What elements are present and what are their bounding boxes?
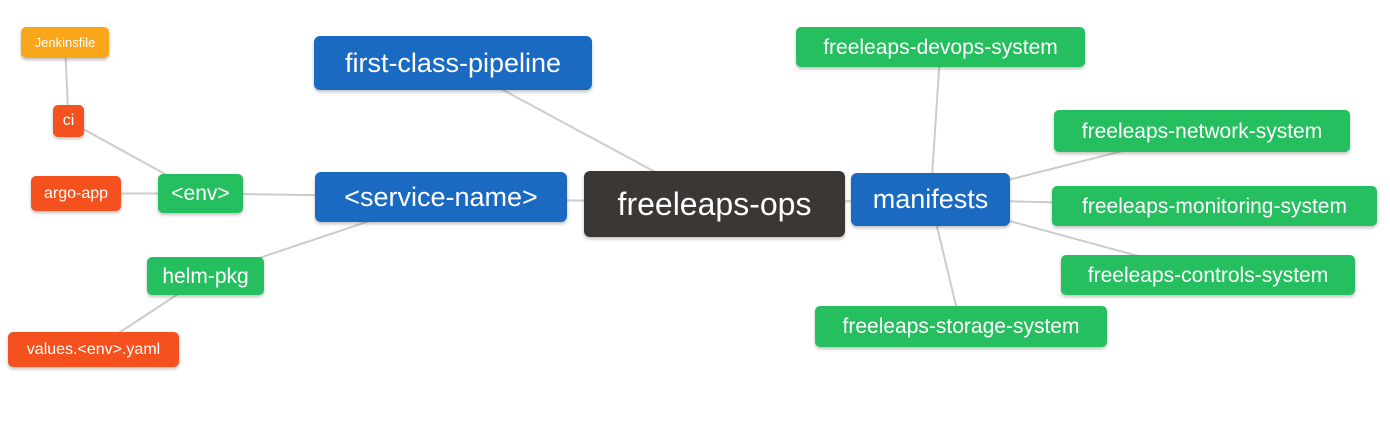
node-freeleaps-devops-system[interactable]: freeleaps-devops-system <box>796 27 1085 67</box>
node-freeleaps-network-system[interactable]: freeleaps-network-system <box>1054 110 1350 152</box>
node-jenkinsfile[interactable]: Jenkinsfile <box>21 27 109 58</box>
node-values-env-yaml[interactable]: values.<env>.yaml <box>8 332 179 367</box>
node-freeleaps-monitoring-system[interactable]: freeleaps-monitoring-system <box>1052 186 1377 226</box>
node-ci[interactable]: ci <box>53 105 84 137</box>
node-env[interactable]: <env> <box>158 174 243 213</box>
node-service-name[interactable]: <service-name> <box>315 172 567 222</box>
node-manifests[interactable]: manifests <box>851 173 1010 226</box>
node-freeleaps-ops-root[interactable]: freeleaps-ops <box>584 171 845 237</box>
node-helm-pkg[interactable]: helm-pkg <box>147 257 264 295</box>
node-freeleaps-storage-system[interactable]: freeleaps-storage-system <box>815 306 1107 347</box>
node-argo-app[interactable]: argo-app <box>31 176 121 211</box>
node-freeleaps-controls-system[interactable]: freeleaps-controls-system <box>1061 255 1355 295</box>
node-first-class-pipeline[interactable]: first-class-pipeline <box>314 36 592 90</box>
